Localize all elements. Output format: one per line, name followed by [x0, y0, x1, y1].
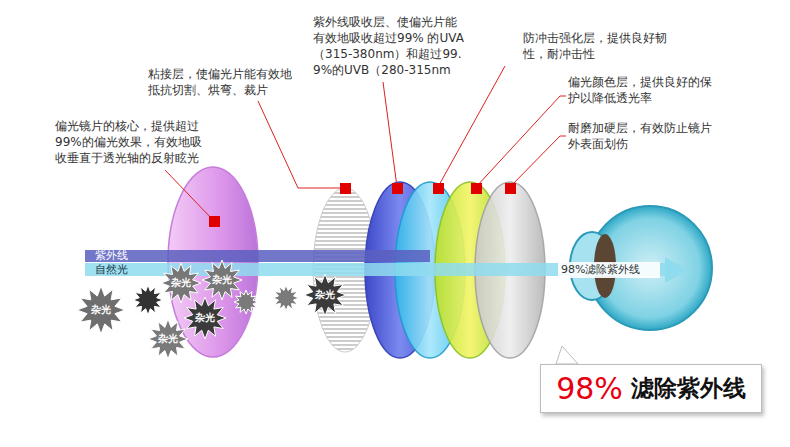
- band-label: 紫外线: [95, 249, 128, 263]
- callout-text: 紫外线吸收层、使偏光片能有效地吸收超过99% 的UVA（315-380nm）和超…: [313, 14, 465, 78]
- stray-light-star: [148, 319, 188, 359]
- stray-light-label: 杂光: [158, 333, 178, 345]
- stray-light-star: [273, 285, 299, 311]
- callout-text: 98%: [556, 372, 623, 405]
- stray-light-label: 杂光: [212, 274, 232, 286]
- stray-light-star: [202, 260, 242, 300]
- band-label: 自然光: [95, 263, 128, 277]
- stray-light-label: 杂光: [315, 289, 335, 301]
- stray-light-star: [77, 286, 125, 334]
- arrow-label: 98%滤除紫外线: [561, 263, 640, 277]
- callout-text: 防冲击强化层，提供良好韧性，耐冲击性: [523, 30, 673, 62]
- stray-light-label: 杂光: [195, 312, 215, 324]
- callout-text: 滤除紫外线: [631, 376, 746, 401]
- stray-light-star: [133, 285, 163, 315]
- stray-light-star: [304, 274, 346, 316]
- callout-text: 偏光镜片的核心，提供超过99%的偏光效果，有效地吸收垂直于透光轴的反射眩光: [55, 118, 205, 166]
- stray-light-label: 杂光: [91, 304, 111, 316]
- callout-text: 偏光颜色层，提供良好的保护以降低透光率: [568, 74, 720, 106]
- stray-light-star: [184, 297, 226, 339]
- stray-light-star: [234, 290, 258, 314]
- callout-text: 粘接层，使偏光片能有效地抵抗切割、烘弯、裁片: [148, 66, 298, 98]
- callout-box: 98% 滤除紫外线: [540, 364, 762, 413]
- stray-light-star: [161, 263, 201, 303]
- stray-light-label: 杂光: [171, 277, 191, 289]
- callout-text: 耐磨加硬层，有效防止镜片外表面划伤: [568, 120, 720, 152]
